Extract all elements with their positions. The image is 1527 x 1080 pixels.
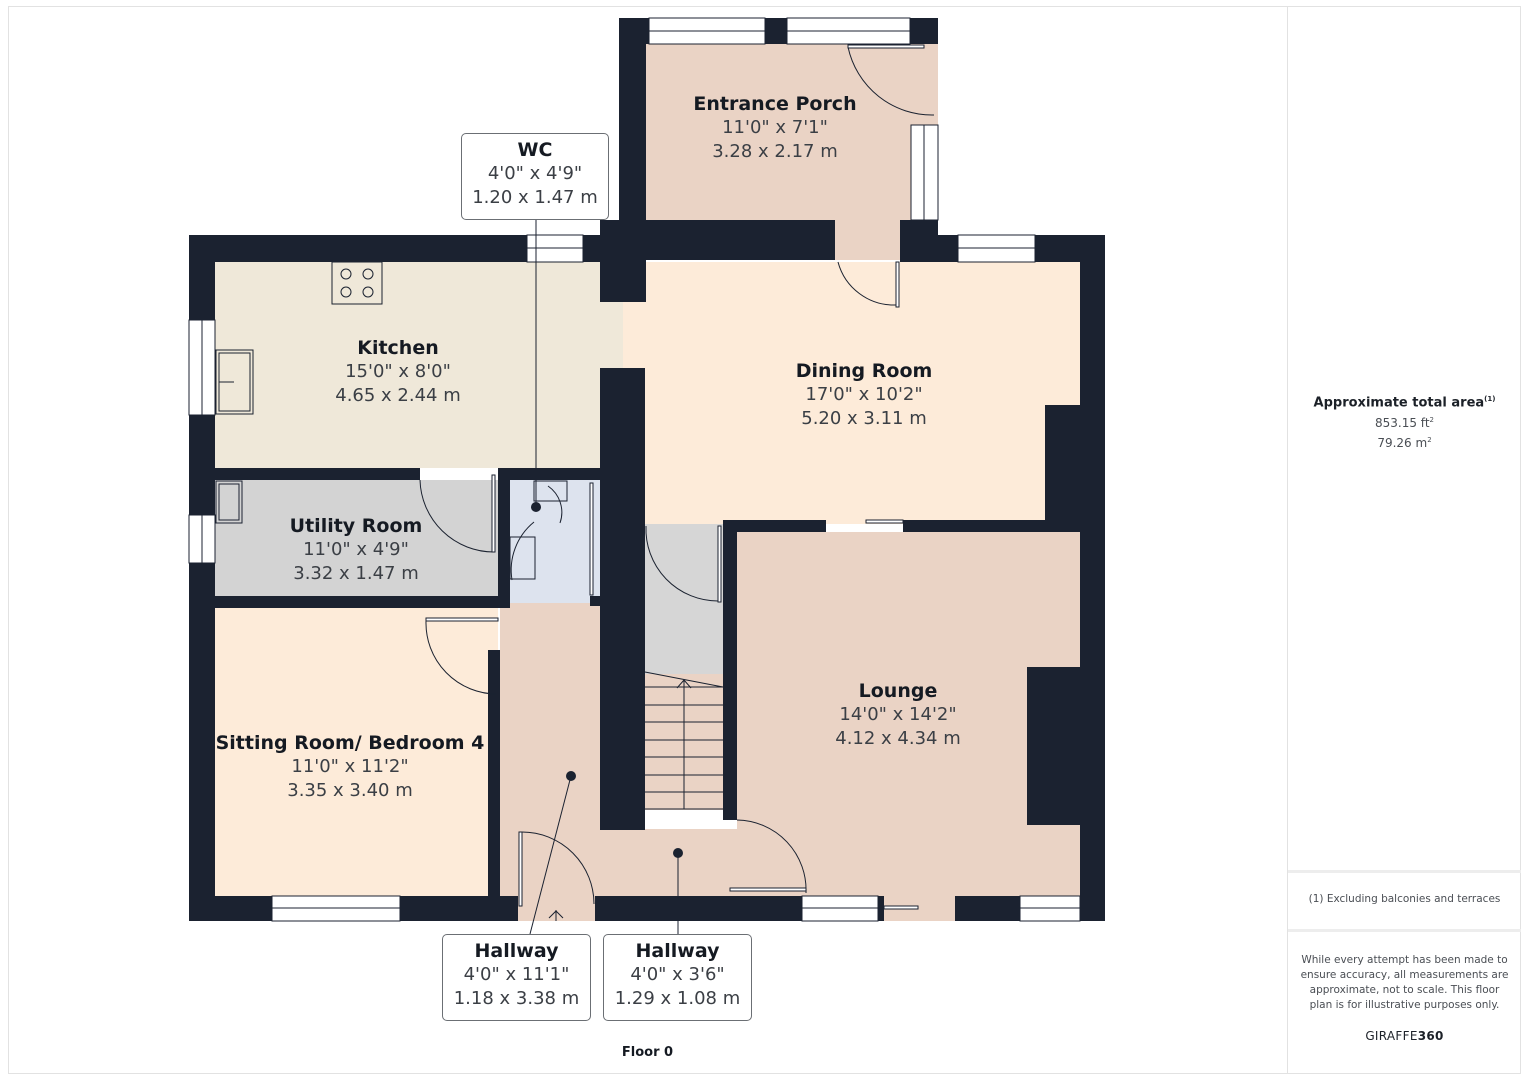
room-label-entrance-porch: Entrance Porch 11'0" x 7'1" 3.28 x 2.17 …: [693, 92, 856, 164]
area-m-value: 79.26 m: [1377, 436, 1428, 451]
room-name: Kitchen: [357, 337, 439, 359]
footnote-marker: (1): [1484, 395, 1496, 403]
sink-icon: [215, 349, 254, 415]
unit-exponent: 2: [1427, 436, 1432, 445]
door-swing: [419, 479, 495, 553]
room-name: Utility Room: [289, 515, 423, 537]
room-name: Hallway: [474, 940, 559, 962]
room-dimensions-imperial: 17'0" x 10'2": [805, 384, 923, 405]
door-swing: [837, 261, 897, 306]
room-dimensions-imperial: 4'0" x 3'6": [630, 964, 725, 985]
room-callout-hallway-2: Hallway 4'0" x 3'6" 1.29 x 1.08 m: [603, 934, 752, 1021]
utility-sink-icon: [215, 480, 243, 524]
total-area-title: Approximate total area(1): [1288, 395, 1521, 410]
side-panel-divider: [1287, 6, 1288, 1074]
brand-logo: GIRAFFE360: [1288, 1029, 1521, 1043]
room-dimensions-imperial: 11'0" x 11'2": [291, 756, 409, 777]
room-dimensions-metric: 4.12 x 4.34 m: [835, 728, 961, 749]
divider: [1288, 929, 1521, 932]
hob-icon: [331, 261, 383, 305]
room-dimensions-metric: 3.35 x 3.40 m: [287, 780, 413, 801]
room-dimensions-imperial: 11'0" x 4'9": [303, 539, 409, 560]
room-fill-sitting-room: [215, 608, 498, 896]
room-fill-lounge: [737, 532, 1080, 921]
room-fill-porch-passage: [835, 220, 900, 260]
floor-plan: [188, 17, 1105, 935]
brand-name-bold: 360: [1417, 1029, 1444, 1043]
room-name: Sitting Room/ Bedroom 4: [215, 732, 485, 754]
room-dimensions-imperial: 4'0" x 11'1": [463, 964, 570, 985]
room-label-lounge: Lounge 14'0" x 14'2" 4.12 x 4.34 m: [835, 679, 961, 751]
footnote-text: (1) Excluding balconies and terraces: [1308, 893, 1501, 905]
room-label-kitchen: Kitchen 15'0" x 8'0" 4.65 x 2.44 m: [335, 336, 461, 408]
wc-basin-icon: [509, 536, 536, 580]
room-dimensions-metric: 1.18 x 3.38 m: [453, 988, 580, 1009]
room-dimensions-metric: 3.32 x 1.47 m: [293, 563, 419, 584]
stairs: [548, 671, 724, 921]
room-dimensions-metric: 1.20 x 1.47 m: [472, 187, 598, 208]
room-fill-wc: [510, 480, 600, 603]
doors: [419, 44, 935, 910]
room-dimensions-imperial: 11'0" x 7'1": [722, 117, 828, 138]
room-name: Lounge: [858, 680, 938, 702]
total-area-m: 79.26 m2: [1288, 436, 1521, 450]
door-swing: [847, 46, 935, 116]
page-frame: [8, 6, 1521, 1074]
room-label-utility-room: Utility Room 11'0" x 4'9" 3.32 x 1.47 m: [290, 514, 423, 586]
disclaimer-text: While every attempt has been made to ens…: [1300, 954, 1509, 1011]
room-fill-kitchen: [215, 262, 623, 468]
unit-exponent: 2: [1429, 416, 1434, 425]
room-dimensions-imperial: 15'0" x 8'0": [345, 361, 451, 382]
room-dimensions-metric: 5.20 x 3.11 m: [801, 408, 927, 429]
room-name: WC: [517, 139, 553, 161]
room-dimensions-metric: 3.28 x 2.17 m: [712, 141, 838, 162]
window-mullions: [201, 30, 1080, 909]
room-fill-stairs-landing: [645, 524, 723, 674]
room-name: Entrance Porch: [693, 93, 857, 115]
door-swing: [736, 819, 807, 894]
walls: [189, 18, 1105, 921]
room-fill-hallway-1: [500, 603, 600, 921]
room-callout-hallway-1: Hallway 4'0" x 11'1" 1.18 x 3.38 m: [442, 934, 591, 1021]
room-name: Dining Room: [795, 360, 933, 382]
room-callout-wc: WC 4'0" x 4'9" 1.20 x 1.47 m: [461, 133, 609, 220]
brand-name-light: GIRAFFE: [1365, 1029, 1418, 1043]
fixtures: [215, 261, 568, 580]
room-fill-entrance-porch: [645, 44, 938, 220]
room-label-sitting-room: Sitting Room/ Bedroom 4 11'0" x 11'2" 3.…: [216, 731, 485, 803]
room-dimensions-imperial: 14'0" x 14'2": [839, 704, 957, 725]
door-swing: [521, 831, 595, 905]
callout-leaders: [529, 220, 679, 935]
door-swing: [510, 521, 535, 581]
room-dimensions-imperial: 4'0" x 4'9": [487, 163, 583, 184]
door-swing: [645, 525, 719, 602]
room-label-dining-room: Dining Room 17'0" x 10'2" 5.20 x 3.11 m: [796, 359, 933, 431]
divider: [1288, 870, 1521, 873]
room-dimensions-metric: 1.29 x 1.08 m: [614, 988, 741, 1009]
room-dimensions-metric: 4.65 x 2.44 m: [335, 385, 461, 406]
room-name: Hallway: [635, 940, 720, 962]
toilet-icon: [533, 480, 568, 502]
floor-label: Floor 0: [621, 1045, 674, 1060]
total-area-ft: 853.15 ft2: [1288, 416, 1521, 430]
door-swing: [547, 485, 563, 524]
room-fill-dining-room: [623, 262, 1080, 524]
door-swing: [425, 620, 498, 695]
total-area-title-text: Approximate total area: [1313, 395, 1485, 411]
total-area-summary: Approximate total area(1) 853.15 ft2 79.…: [1288, 395, 1521, 450]
area-ft-value: 853.15 ft: [1375, 416, 1430, 431]
